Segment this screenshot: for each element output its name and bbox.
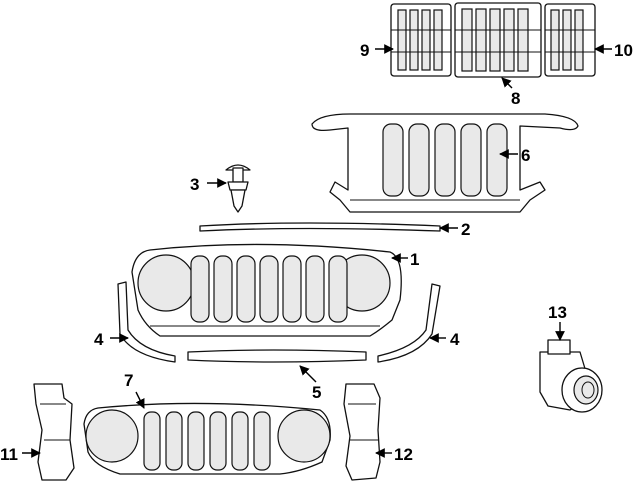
push-pin-clip-part bbox=[225, 164, 251, 213]
grille-insert-center-part bbox=[454, 2, 542, 78]
callout-9: 9 bbox=[360, 41, 369, 60]
leader-lines bbox=[22, 44, 612, 458]
grille-reinforcement-part bbox=[311, 113, 579, 213]
grille-part bbox=[131, 243, 402, 337]
bracket-right-part bbox=[343, 383, 381, 481]
grille-assembly-part bbox=[83, 402, 331, 475]
grille-insert-right-part bbox=[544, 3, 596, 77]
molding-right-part bbox=[377, 283, 441, 363]
callout-1: 1 bbox=[410, 250, 419, 269]
lower-trim-part bbox=[187, 349, 367, 363]
callout-13: 13 bbox=[548, 303, 567, 322]
callout-2: 2 bbox=[461, 220, 470, 239]
callout-8: 8 bbox=[511, 89, 520, 108]
bracket-left-part bbox=[33, 383, 75, 481]
callout-4-left: 4 bbox=[94, 330, 104, 349]
grille-insert-left-part bbox=[390, 3, 452, 77]
callout-5: 5 bbox=[312, 383, 321, 402]
callout-3: 3 bbox=[190, 175, 199, 194]
grille-seal-strip-part bbox=[199, 222, 441, 232]
callout-11: 11 bbox=[0, 445, 18, 464]
callout-4-right: 4 bbox=[450, 330, 460, 349]
callout-12: 12 bbox=[394, 445, 413, 464]
callout-7: 7 bbox=[124, 371, 133, 390]
sensor-part bbox=[539, 339, 603, 413]
callout-6: 6 bbox=[521, 146, 530, 165]
molding-left-part bbox=[117, 281, 176, 363]
callout-10: 10 bbox=[614, 41, 633, 60]
